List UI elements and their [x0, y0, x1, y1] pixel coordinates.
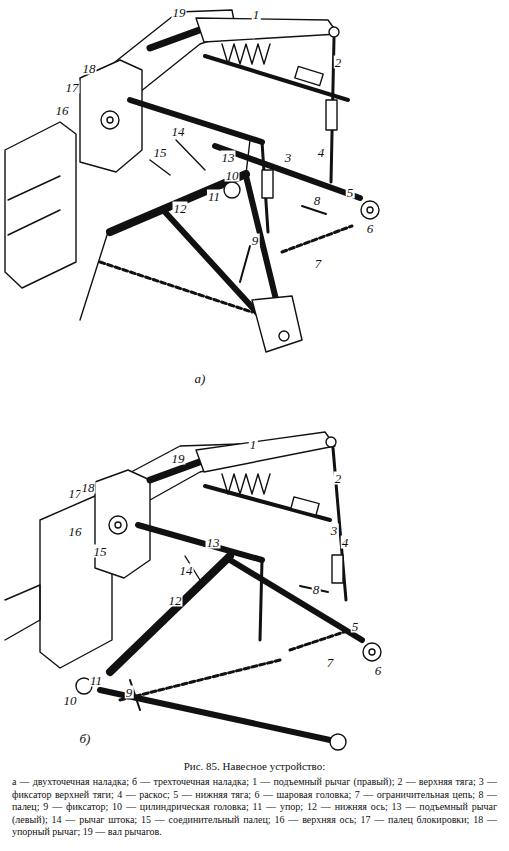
callout-number: 9	[125, 686, 134, 699]
callout-number: 17	[65, 81, 80, 94]
callout-number: 15	[93, 545, 108, 558]
callout-number: 14	[179, 564, 194, 577]
callout-number: 12	[173, 202, 188, 215]
callout-number: 18	[81, 481, 96, 494]
callout-number: 10	[63, 694, 78, 707]
callout-number: 5	[351, 620, 360, 633]
callout-number: 7	[326, 656, 335, 669]
callout-number: 3	[330, 524, 339, 537]
callout-number: 2	[334, 56, 343, 69]
callout-number: 11	[89, 674, 103, 687]
two-point-hitch	[5, 10, 379, 352]
callout-number: а)	[194, 372, 207, 385]
callout-number: 12	[168, 594, 183, 607]
callout-number: 1	[249, 438, 258, 451]
callout-number: б)	[79, 732, 92, 745]
figure-title: Рис. 85. Навесное устройство:	[10, 760, 499, 772]
callout-number: 13	[221, 151, 236, 164]
callout-number: 11	[207, 190, 221, 203]
callout-number: 7	[314, 257, 323, 270]
callout-number: 6	[366, 222, 375, 235]
callout-number: 9	[251, 234, 260, 247]
callout-number: 13	[206, 536, 221, 549]
callout-number: 15	[153, 146, 168, 159]
callout-number: 16	[68, 525, 83, 538]
callout-number: 3	[284, 151, 293, 164]
callout-number: 16	[55, 104, 70, 117]
callout-number: 4	[317, 146, 326, 159]
callout-number: 19	[172, 6, 187, 19]
callout-number: 4	[341, 536, 350, 549]
callout-number: 5	[346, 186, 355, 199]
figure-caption: а — двухточечная наладка; б — трехточечн…	[12, 776, 497, 839]
callout-number: 2	[334, 472, 343, 485]
three-point-hitch	[5, 432, 381, 750]
callout-number: 6	[374, 664, 383, 677]
callout-number: 19	[171, 452, 186, 465]
callout-number: 18	[82, 62, 97, 75]
callout-number: 8	[313, 194, 322, 207]
callout-number: 10	[225, 169, 240, 182]
callout-number: 8	[312, 583, 321, 596]
callout-number: 1	[252, 8, 261, 21]
callout-number: 14	[171, 125, 186, 138]
